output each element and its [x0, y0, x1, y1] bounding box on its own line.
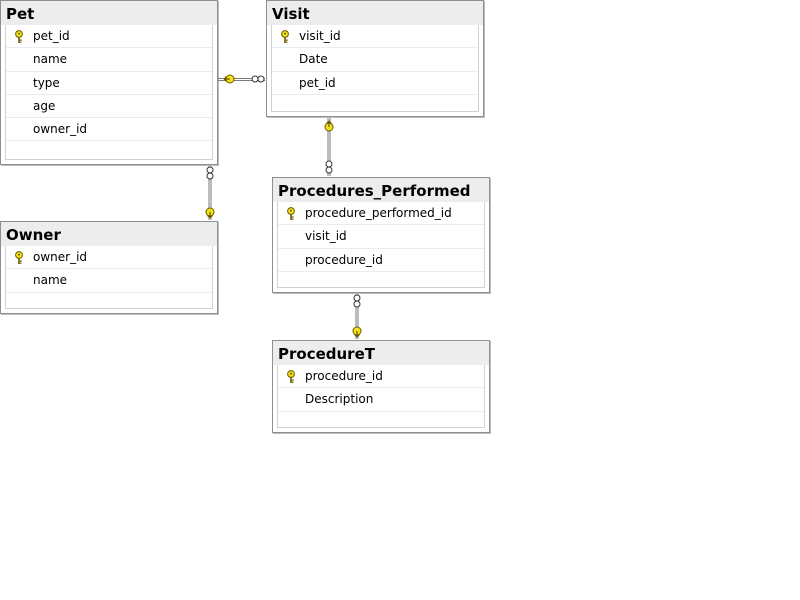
table-columns-pet: pet_id name type age owner_id [5, 25, 213, 160]
column-name: Description [305, 392, 374, 407]
table-proceduret[interactable]: ProcedureT procedure_id Description [272, 340, 490, 433]
column-name: type [33, 75, 60, 90]
new-column-row[interactable] [6, 293, 212, 316]
table-title-proceduret[interactable]: ProcedureT [273, 341, 489, 365]
table-columns-procedures-performed: procedure_performed_id visit_id procedur… [277, 202, 485, 288]
table-title-pet[interactable]: Pet [1, 1, 217, 25]
key-end-icon [352, 326, 362, 338]
table-columns-owner: owner_id name [5, 246, 213, 309]
infinity-end-icon [353, 294, 361, 308]
new-column-row[interactable] [278, 272, 484, 295]
column-name: pet_id [33, 29, 70, 43]
infinity-end-icon [206, 166, 214, 180]
relationship-visit-procedures-performed[interactable] [324, 118, 334, 176]
column-row-owner-id[interactable]: owner_id [6, 118, 212, 142]
primary-key-icon [14, 30, 24, 44]
column-row-visit-id[interactable]: visit_id [272, 25, 478, 49]
table-title-procedures-performed[interactable]: Procedures_Performed [273, 178, 489, 202]
column-name: visit_id [305, 229, 347, 244]
column-row-type[interactable]: type [6, 72, 212, 95]
column-row-pet-id[interactable]: pet_id [272, 72, 478, 95]
column-name: visit_id [299, 29, 341, 43]
new-column-row[interactable] [278, 412, 484, 435]
column-name: Date [299, 52, 328, 67]
table-owner[interactable]: Owner owner_id name [0, 221, 218, 314]
new-column-row[interactable] [272, 95, 478, 118]
column-row-name[interactable]: name [6, 269, 212, 293]
column-row-date[interactable]: Date [272, 48, 478, 72]
table-procedures-performed[interactable]: Procedures_Performed procedure_performed… [272, 177, 490, 293]
table-columns-proceduret: procedure_id Description [277, 365, 485, 428]
table-title-owner[interactable]: Owner [1, 222, 217, 246]
primary-key-icon [14, 251, 24, 265]
key-end-icon [205, 207, 215, 219]
column-row-procedure-id[interactable]: procedure_id [278, 249, 484, 272]
column-row-age[interactable]: age [6, 95, 212, 119]
column-row-procedure-id[interactable]: procedure_id [278, 365, 484, 389]
column-row-procedure-performed-id[interactable]: procedure_performed_id [278, 202, 484, 226]
column-name: name [33, 52, 68, 67]
table-columns-visit: visit_id Date pet_id [271, 25, 479, 112]
column-row-description[interactable]: Description [278, 388, 484, 412]
table-title-visit[interactable]: Visit [267, 1, 483, 25]
infinity-end-icon [325, 160, 333, 174]
column-row-pet-id[interactable]: pet_id [6, 25, 212, 49]
column-row-name[interactable]: name [6, 48, 212, 72]
primary-key-icon [286, 207, 296, 221]
column-name: owner_id [33, 122, 88, 137]
relationship-pet-visit[interactable] [218, 74, 265, 84]
column-name: age [33, 98, 56, 113]
key-end-icon [324, 120, 334, 132]
primary-key-icon [286, 370, 296, 384]
column-name: name [33, 273, 68, 288]
primary-key-icon [280, 30, 290, 44]
column-row-visit-id[interactable]: visit_id [278, 225, 484, 249]
table-visit[interactable]: Visit visit_id Date pet_id [266, 0, 484, 117]
relationship-proceduret-procedures-performed[interactable] [352, 294, 362, 339]
key-end-icon [223, 74, 235, 84]
column-name: procedure_performed_id [305, 206, 452, 220]
relationship-owner-pet[interactable] [205, 166, 215, 220]
column-name: pet_id [299, 75, 336, 90]
table-pet[interactable]: Pet pet_id name type age owner_id [0, 0, 218, 165]
infinity-end-icon [251, 75, 265, 83]
column-row-owner-id[interactable]: owner_id [6, 246, 212, 270]
column-name: procedure_id [305, 369, 383, 383]
new-column-row[interactable] [6, 141, 212, 164]
column-name: owner_id [33, 250, 88, 264]
column-name: procedure_id [305, 252, 383, 267]
